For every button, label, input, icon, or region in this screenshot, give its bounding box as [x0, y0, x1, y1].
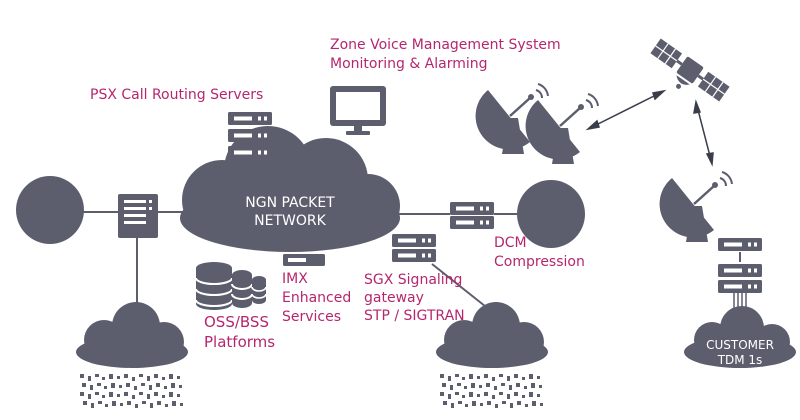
monitor-icon	[330, 86, 386, 135]
wireless-cloud-right	[436, 302, 548, 408]
imx-label: IMX Enhanced Services	[282, 270, 351, 327]
zvms-label-line2: Monitoring & Alarming	[330, 56, 488, 72]
sgx-label-line1: SGX Signaling	[364, 272, 463, 288]
dcm-label-line2: Compression	[494, 254, 585, 270]
sgx-label: SGX Signaling gateway STP / SIGTRAN	[364, 271, 465, 325]
customer-cloud	[684, 306, 796, 368]
wireless-users-icon	[80, 374, 180, 381]
oss-label: OSS/BSS Platforms	[204, 312, 275, 352]
imx-server-icon	[283, 254, 325, 266]
satellite-icon	[650, 38, 730, 102]
sgx-label-line2: gateway	[364, 290, 424, 306]
sgx-label-line3: STP / SIGTRAN	[364, 308, 465, 324]
dcm-server-icon	[450, 202, 494, 229]
dcm-label: DCM Compression	[494, 234, 585, 272]
sgx-server-icon	[392, 234, 436, 262]
wireless-cloud-left	[76, 302, 188, 408]
wireless-users-icon	[440, 374, 540, 381]
oss-label-line2: Platforms	[204, 333, 276, 351]
customer-cloud-label: CUSTOMER TDM 1s	[690, 338, 790, 368]
psx-label: PSX Call Routing Servers	[90, 87, 264, 103]
customer-cloud-label-line1: CUSTOMER	[706, 338, 774, 352]
satellite-dish-icon	[658, 170, 734, 244]
psx-server-icon	[228, 112, 272, 159]
ngn-cloud-label: NGN PACKET NETWORK	[220, 194, 360, 230]
imx-label-line2: Enhanced	[282, 290, 352, 306]
customer-cloud-label-line2: TDM 1s	[717, 353, 763, 367]
cloud-dcm-right	[517, 180, 585, 248]
ngn-cloud-label-line2: NETWORK	[254, 213, 326, 229]
imx-label-line1: IMX	[282, 271, 308, 287]
oss-label-line1: OSS/BSS	[204, 313, 269, 331]
imx-label-line3: Services	[282, 309, 342, 325]
database-icon	[195, 262, 267, 310]
zvms-label: Zone Voice Management System Monitoring …	[330, 36, 561, 74]
zvms-label-line1: Zone Voice Management System	[330, 37, 561, 53]
customer-server-icon	[718, 238, 762, 293]
cloud-left	[16, 176, 84, 244]
ngn-cloud	[180, 126, 400, 252]
satellite-links	[585, 89, 714, 167]
ngn-cloud-label-line1: NGN PACKET	[245, 195, 335, 211]
server-tower-icon	[118, 194, 158, 238]
dcm-label-line1: DCM	[494, 235, 527, 251]
